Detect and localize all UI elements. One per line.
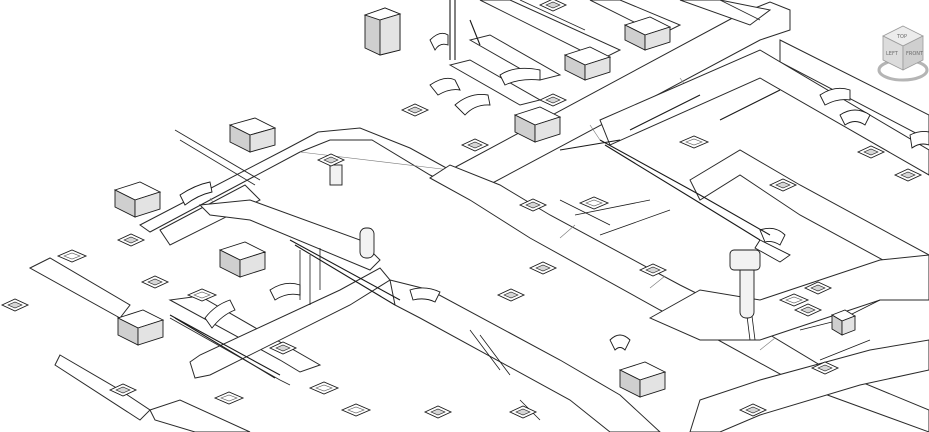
grille (340, 403, 372, 417)
diffuser (738, 403, 768, 417)
grille (578, 196, 610, 210)
diffuser (538, 0, 568, 12)
right-side-trunk (648, 149, 929, 341)
equipment-boxes (113, 7, 857, 398)
vav-box-6 (563, 46, 612, 81)
electrical-cabinet (363, 7, 402, 56)
diffuser (893, 168, 923, 182)
diffuser (316, 153, 346, 167)
vav-box-8 (618, 361, 667, 398)
ceiling-grid-lines (169, 0, 761, 386)
flex-connectors (179, 32, 929, 351)
grille (56, 249, 88, 263)
grille (678, 135, 710, 149)
grille (213, 391, 245, 405)
diffuser (538, 93, 568, 107)
diffuser (460, 138, 490, 152)
diffuser (518, 198, 548, 212)
vav-box-4 (116, 309, 165, 346)
vav-box-2 (113, 181, 162, 218)
secondary-trunk (429, 164, 929, 432)
diffuser (400, 103, 430, 117)
vav-box-3 (218, 241, 267, 278)
diffuser (108, 383, 138, 397)
grille (186, 288, 218, 302)
diffuser (423, 405, 453, 419)
diffuser (508, 405, 538, 419)
diffuser (268, 341, 298, 355)
diffuser (856, 145, 886, 159)
diffuser (793, 303, 823, 317)
diffuser (638, 263, 668, 277)
view-cube[interactable]: TOP LEFT FRONT (869, 18, 929, 88)
diffuser (0, 298, 30, 312)
view-cube-left-label[interactable]: LEFT (886, 51, 899, 57)
diffuser (810, 361, 840, 375)
vav-box-9 (830, 309, 857, 336)
upper-middle-ducts (448, 0, 772, 106)
vav-box-7 (623, 16, 672, 51)
diffuser (140, 275, 170, 289)
diffuser (768, 178, 798, 192)
diffuser (528, 261, 558, 275)
view-cube-front-label[interactable]: FRONT (906, 51, 924, 57)
upper-left-branches (159, 129, 381, 271)
return-grilles (56, 135, 810, 417)
view-cube-top-label[interactable]: TOP (896, 34, 907, 40)
diffuser (116, 233, 146, 247)
vav-box-5 (513, 106, 562, 143)
grille (308, 381, 340, 395)
diffuser (803, 281, 833, 295)
risers (329, 164, 761, 319)
diffuser (496, 288, 526, 302)
vav-box-1 (228, 117, 277, 153)
grille (778, 293, 810, 307)
ceiling-diffusers (0, 0, 923, 419)
